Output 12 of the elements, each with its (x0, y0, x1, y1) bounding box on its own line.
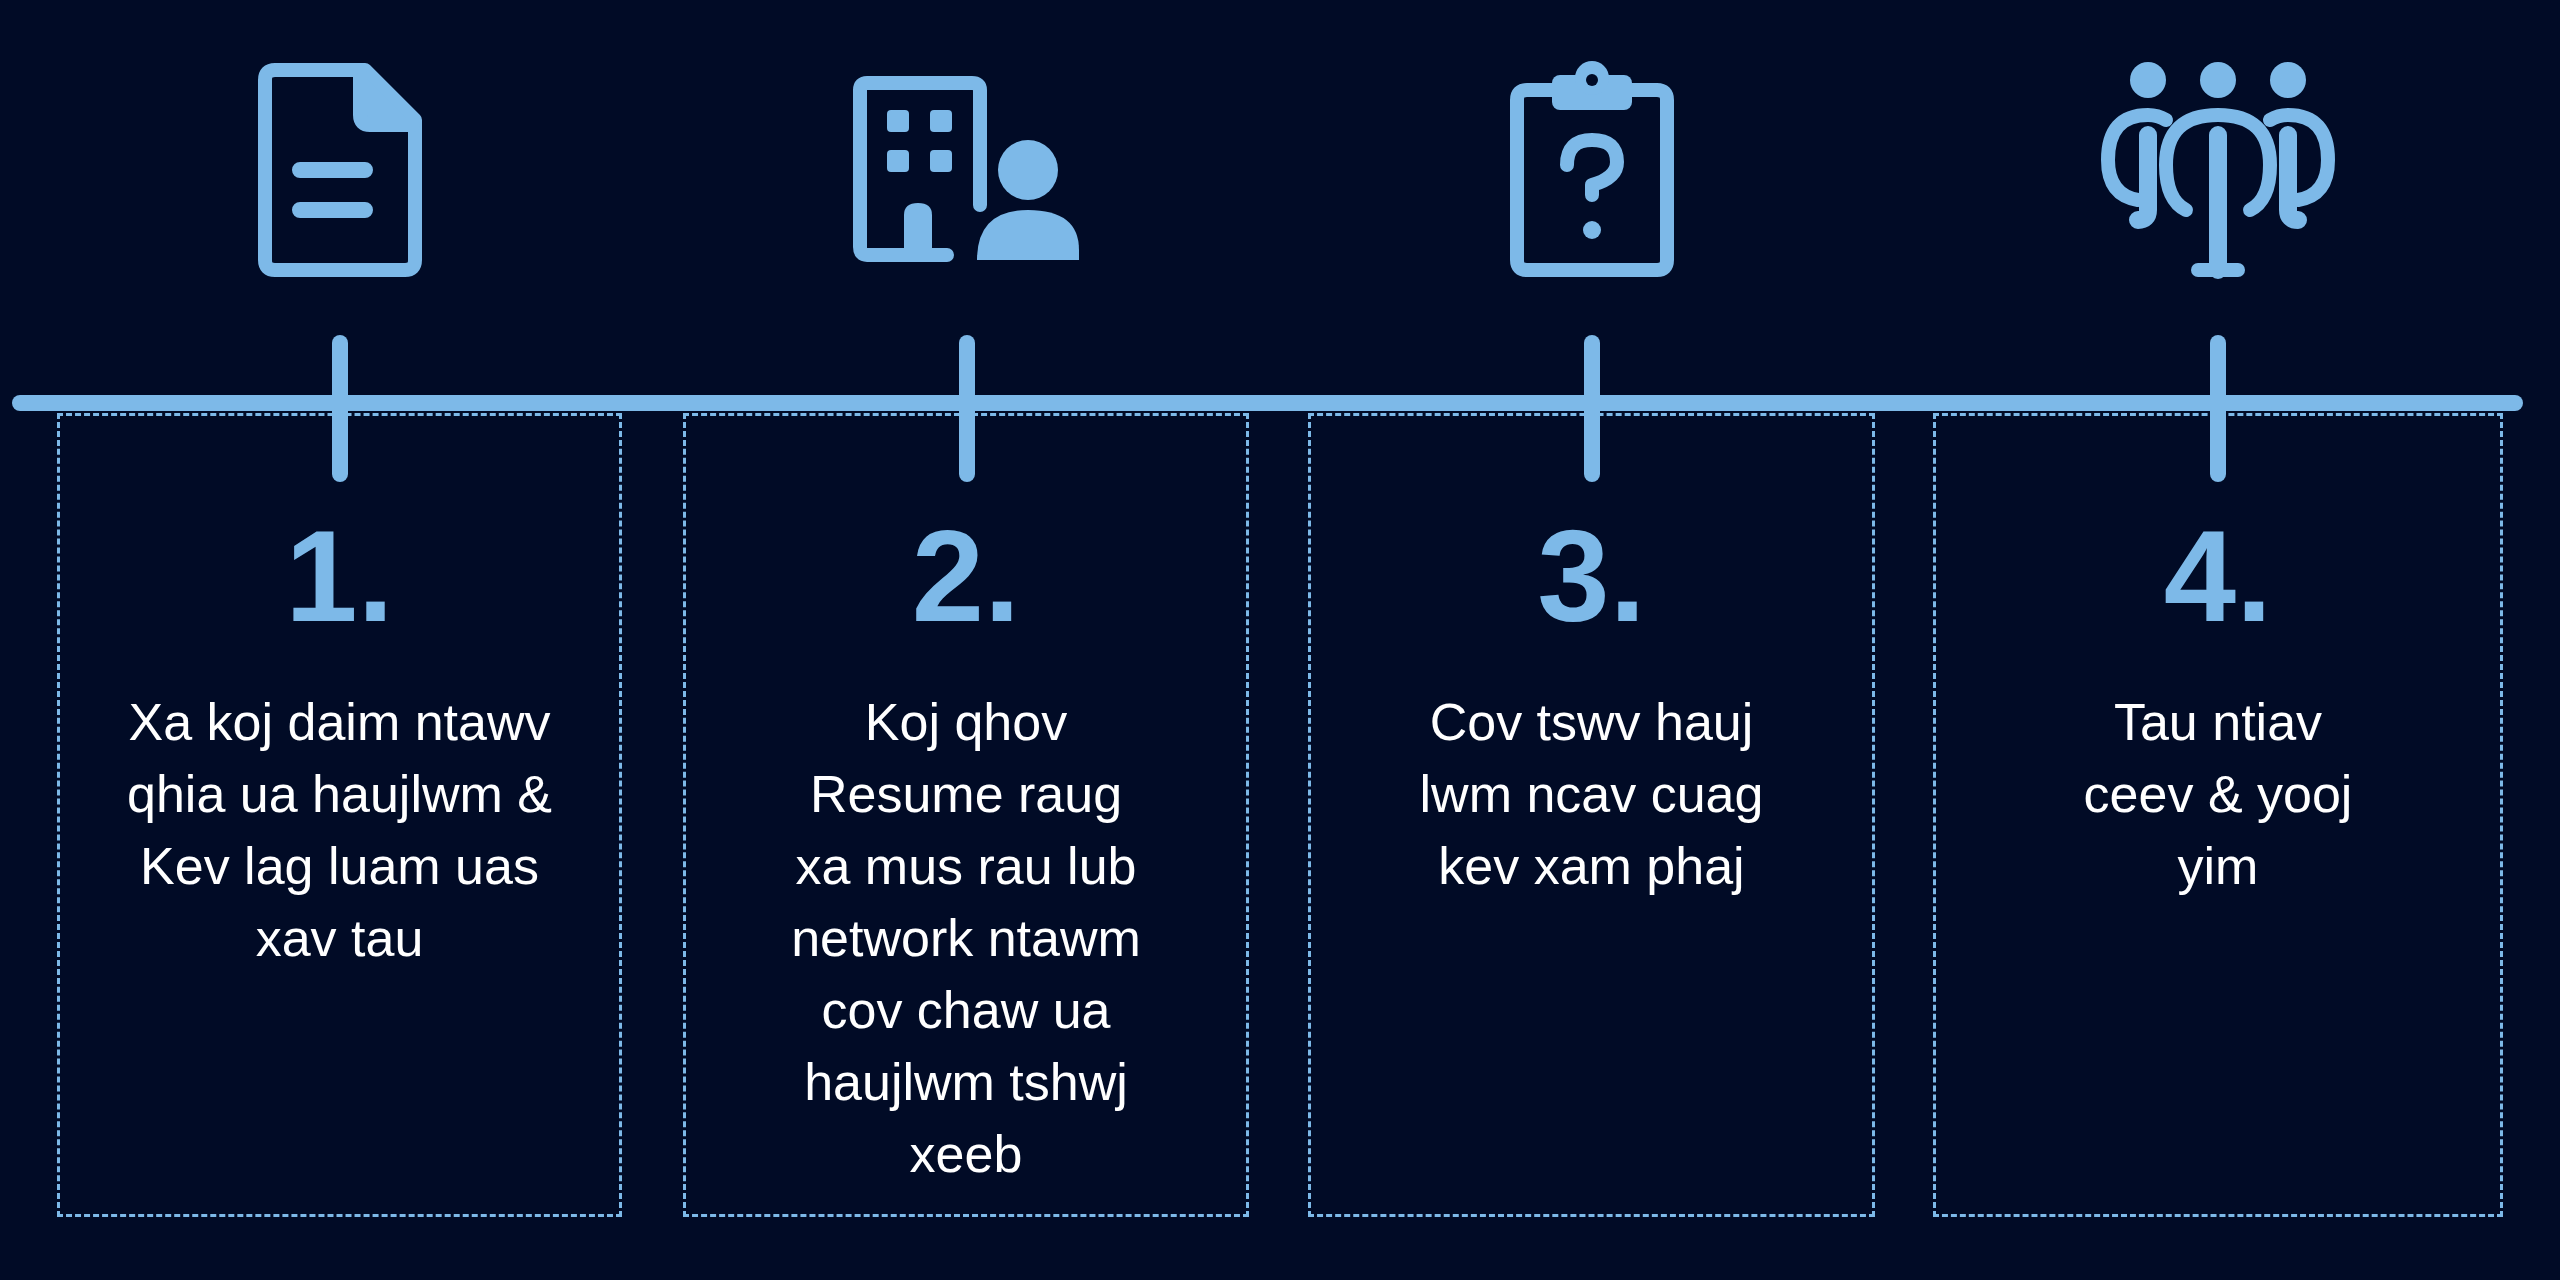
step-description: Cov tswv hauj lwm ncav cuag kev xam phaj (1418, 692, 1765, 897)
step-description: Tau ntiav ceev & yooj yim (2082, 692, 2354, 897)
step-box (57, 413, 622, 1217)
step-description: Koj qhov Resume raug xa mus rau lub network ntawm cov chaw ua haujlwm tshwj xeeb (790, 692, 1142, 1185)
step-box (683, 413, 1249, 1217)
step-number: 1. (285, 511, 394, 641)
step-box (1308, 413, 1875, 1217)
step-number: 2. (911, 511, 1021, 641)
step-description: Xa koj daim ntawv qhia ua haujlwm & Kev lag luam uas xav tau (126, 692, 553, 969)
step-number: 4. (2163, 511, 2273, 641)
step-number: 3. (1537, 511, 1646, 641)
step-box (1933, 413, 2503, 1217)
